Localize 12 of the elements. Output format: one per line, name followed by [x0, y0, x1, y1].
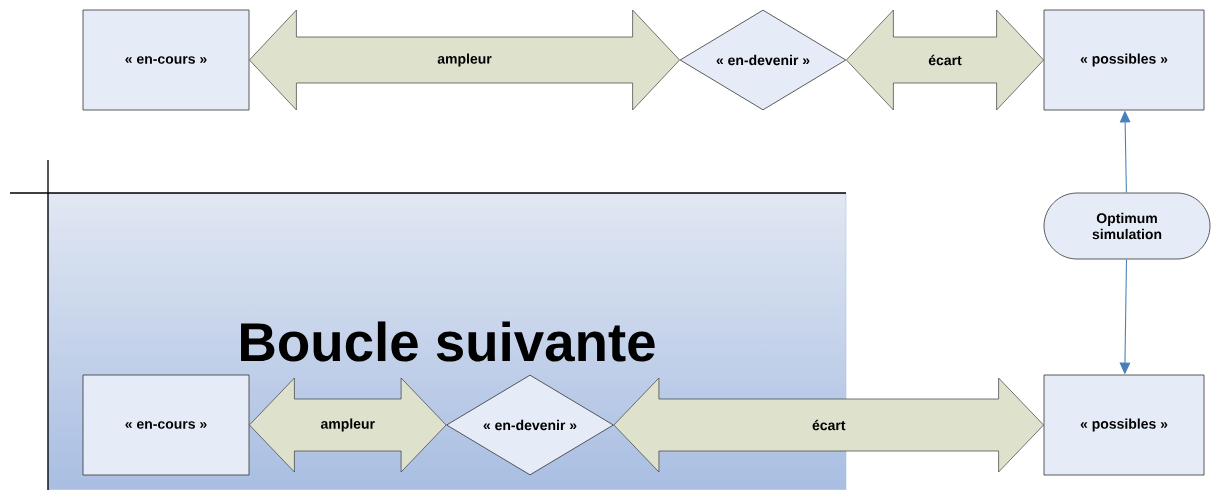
- edge-label: écart: [926, 53, 964, 67]
- process-box: « en-cours »: [82, 9, 250, 111]
- block-arrow: [846, 9, 1044, 111]
- edge-label: écart: [810, 418, 847, 432]
- block-arrow: [249, 377, 447, 473]
- process-box: « en-cours »: [82, 374, 250, 476]
- edge-label: ampleur: [435, 52, 494, 68]
- process-box: « possibles »: [1043, 374, 1205, 476]
- block-arrow: [249, 9, 680, 111]
- process-box: « possibles »: [1043, 9, 1205, 111]
- edge-label: ampleur: [319, 417, 377, 433]
- block-arrow: [613, 377, 1044, 473]
